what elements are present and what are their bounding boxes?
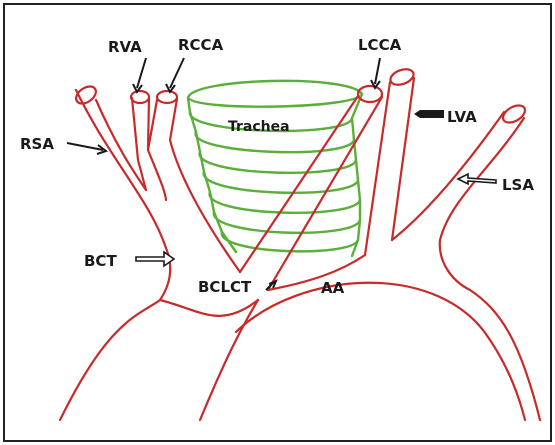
rcca-bct-junction xyxy=(148,150,166,200)
trachea-ring-8 xyxy=(222,232,358,251)
arch-left-descend xyxy=(200,300,258,420)
lsa-opening xyxy=(500,102,528,126)
lva-right-wall xyxy=(392,78,414,240)
trachea-ring-1 xyxy=(188,81,362,107)
arch-upper-wall xyxy=(268,255,365,290)
label-rcca: RCCA xyxy=(178,36,224,54)
rcca-arrow xyxy=(170,58,184,88)
rva-left-wall xyxy=(132,98,146,190)
rsa-inner-wall xyxy=(96,100,146,190)
rcca-opening xyxy=(157,91,177,103)
trachea-ring-4 xyxy=(200,152,356,173)
lsa-arrow xyxy=(458,174,496,184)
label-aa: AA xyxy=(321,279,345,297)
label-rva: RVA xyxy=(108,38,142,56)
lva-left-wall xyxy=(365,82,390,255)
trachea xyxy=(188,81,362,256)
label-trachea: Trachea xyxy=(228,119,290,135)
rva-arrow xyxy=(137,58,146,88)
lsa-lower-wall xyxy=(440,118,540,420)
label-rsa: RSA xyxy=(20,135,54,153)
diagram-border xyxy=(4,4,551,441)
label-lva: LVA xyxy=(447,108,477,126)
label-lcca: LCCA xyxy=(358,36,402,54)
lva-opening xyxy=(388,66,415,87)
trachea-ring-7 xyxy=(214,212,360,233)
pointer-arrows xyxy=(67,58,496,290)
trachea-ring-3 xyxy=(196,132,354,152)
trachea-right-wall xyxy=(352,94,362,256)
lcca-arrow xyxy=(375,58,380,84)
label-bct: BCT xyxy=(84,252,117,270)
rsa-arrow xyxy=(67,143,103,150)
lva-arrow xyxy=(414,110,444,118)
rva-opening xyxy=(131,91,149,103)
arch-lower-curve xyxy=(236,283,525,420)
bct-arrow xyxy=(136,252,174,266)
arch-bct-curve xyxy=(160,300,258,316)
rsa-opening xyxy=(73,83,99,107)
label-bclct: BCLCT xyxy=(198,278,252,296)
trachea-ring-6 xyxy=(210,192,360,213)
label-lsa: LSA xyxy=(502,176,534,194)
